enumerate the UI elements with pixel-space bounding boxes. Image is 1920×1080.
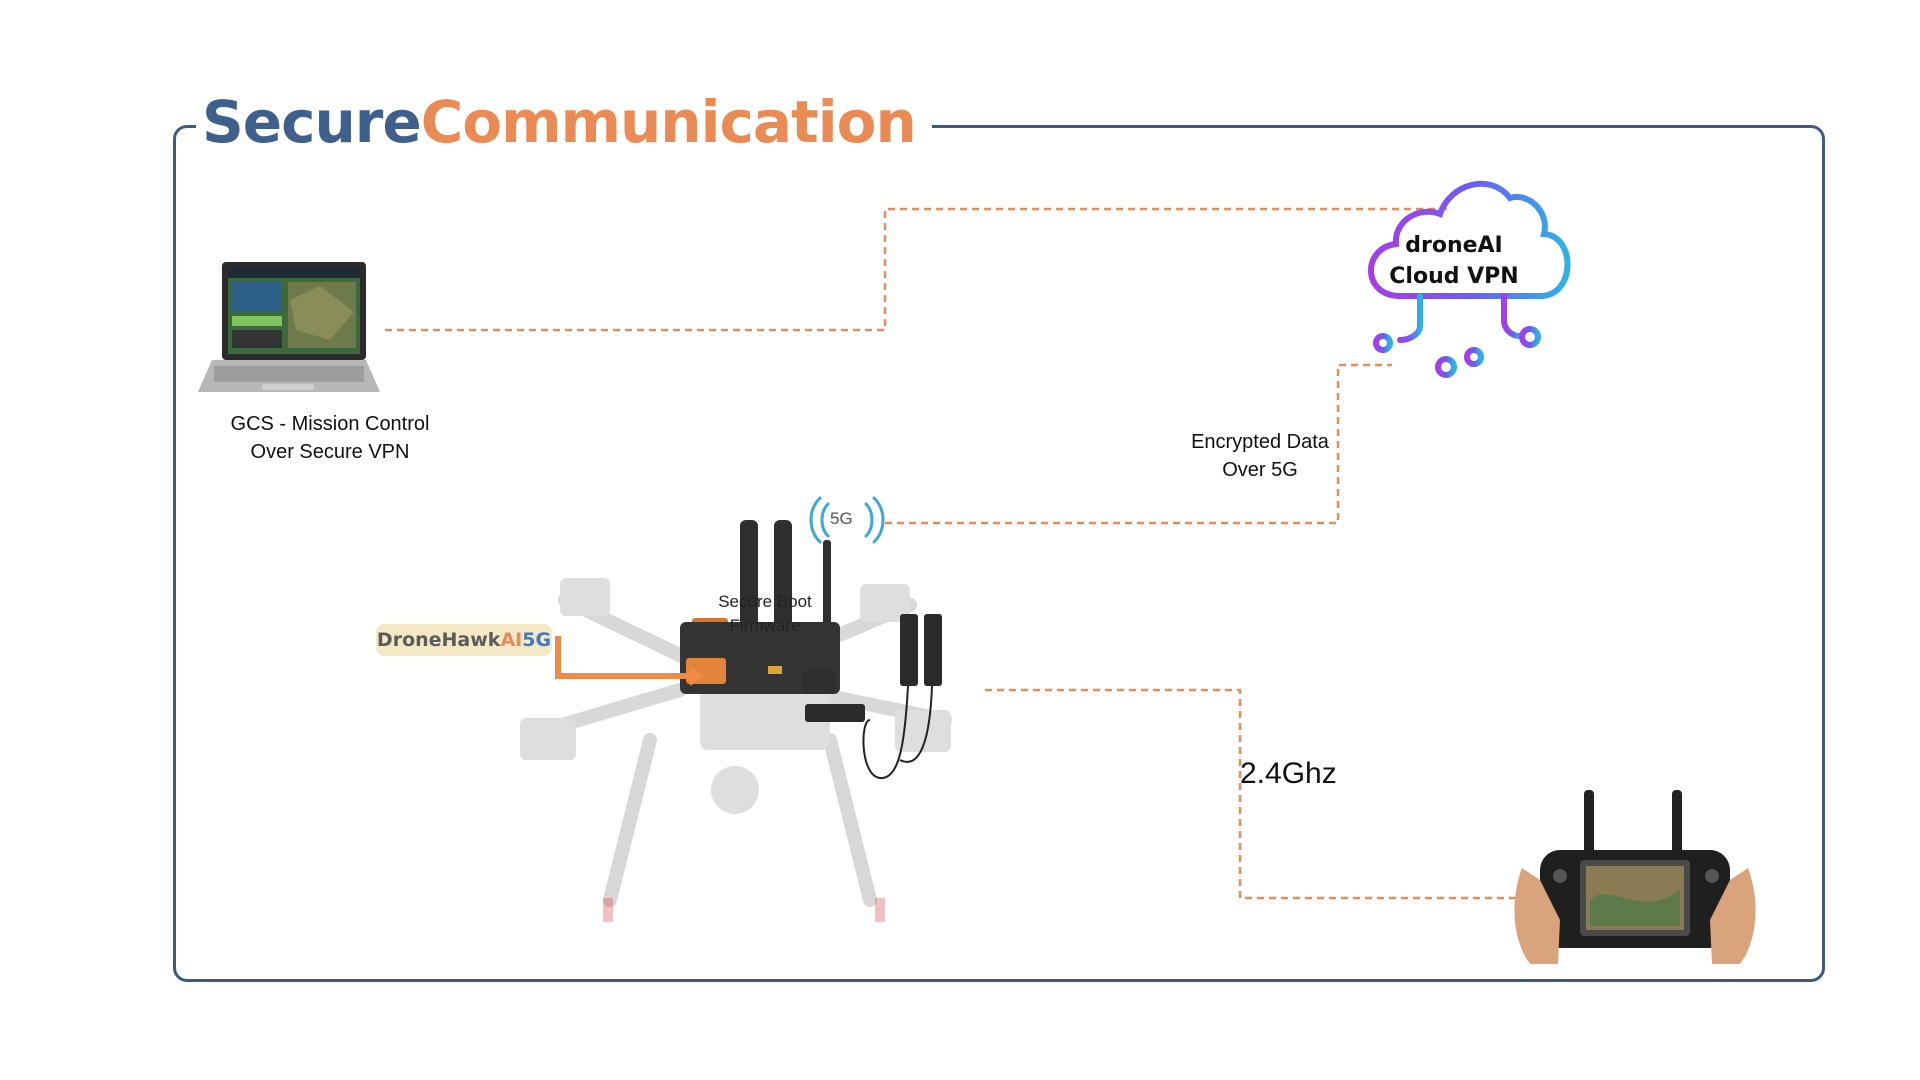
page-title: SecureCommunication [196, 86, 932, 158]
link-gcs-cloud [385, 207, 1448, 332]
diagram-frame [173, 125, 1825, 982]
dronehawk-badge: DroneHawkAI5G [376, 624, 552, 656]
link-drone-controller [985, 688, 1560, 900]
secure-boot-label: Secure Boot Firmware [718, 592, 812, 635]
encrypted-data-label: Encrypted Data Over 5G [1191, 431, 1329, 481]
5g-signal-icon [809, 496, 885, 544]
gcs-label: GCS - Mission Control Over Secure VPN [230, 413, 430, 463]
badge-part-5g: 5G [522, 629, 552, 651]
badge-part-dronehawk: DroneHawk [376, 629, 501, 651]
drone-icon [520, 520, 952, 922]
badge-part-ai: AI [500, 629, 523, 651]
title-communication: Communication [420, 88, 917, 156]
link-drone-cloud [885, 363, 1392, 525]
laptop-icon [198, 262, 380, 392]
title-secure: Secure [202, 88, 422, 156]
remote-controller-icon [1514, 790, 1756, 964]
cloud-vpn-icon [1368, 180, 1571, 378]
frequency-label: 2.4Ghz [1240, 757, 1337, 790]
fiveg-label: 5G [830, 509, 853, 528]
cloud-vpn-label: droneAI Cloud VPN [1389, 233, 1519, 289]
